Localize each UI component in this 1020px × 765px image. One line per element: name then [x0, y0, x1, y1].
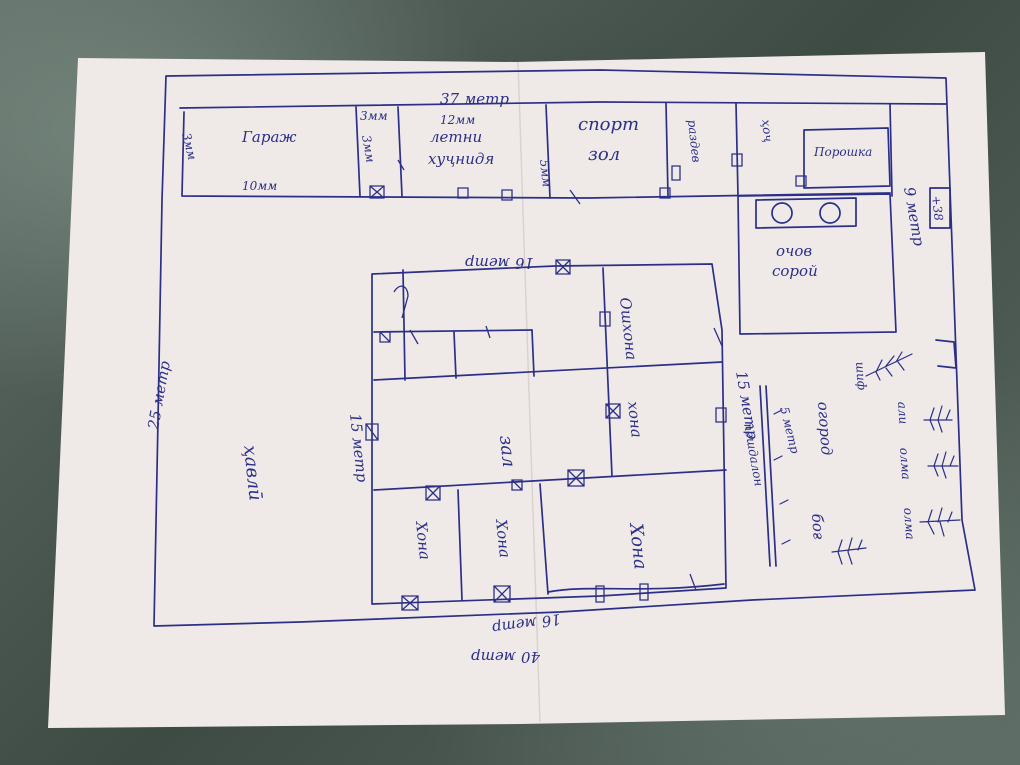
house-row-3	[373, 469, 727, 491]
paper-sheet	[48, 52, 1005, 728]
dim-bottom-width: 40 метр	[471, 648, 541, 666]
label-sport-1: спорт	[578, 114, 639, 135]
label-hall: зал	[495, 434, 519, 468]
dim-top-width: 37 метр	[440, 90, 509, 108]
label-sport-2: зол	[588, 144, 620, 165]
laundry-box	[803, 127, 891, 189]
label-summer-kitchen-1: 12мм	[440, 113, 475, 127]
label-wall-3mm-b: 3мм	[359, 134, 378, 164]
house-row-1	[373, 329, 533, 333]
label-toilet: ҳоҷ	[759, 119, 775, 143]
label-garage-size: 10мм	[242, 179, 277, 193]
tree-icon	[919, 507, 961, 537]
house-col-3	[531, 329, 535, 377]
label-wall-3mm-a: 3мм	[360, 109, 388, 123]
bath-basin	[755, 197, 857, 229]
label-tree-4: олма	[901, 507, 917, 540]
tree-icon	[865, 351, 913, 381]
label-tree-3: олма	[897, 447, 913, 480]
stairs-line-2	[765, 385, 777, 567]
label-tree-1: шиф	[853, 361, 869, 390]
stairs-marks	[773, 409, 791, 545]
door-markers	[365, 153, 807, 611]
label-bedroom: хона	[624, 401, 646, 439]
label-garden-1: огород	[814, 401, 836, 456]
basin-left	[771, 202, 793, 224]
gate-marker	[929, 187, 957, 369]
dim-inner-top: 16 метр	[465, 254, 534, 272]
house-wave-bottom	[547, 583, 725, 593]
label-laundry: Порошка	[813, 145, 872, 159]
lot-boundary	[153, 69, 976, 627]
label-tree-2: али	[895, 401, 911, 424]
house-col-6	[539, 483, 549, 595]
tree-icons	[831, 351, 961, 565]
label-garden-2: боғ	[808, 513, 828, 540]
wall-3mm	[397, 106, 403, 197]
label-garage-width: 3мм	[179, 131, 199, 161]
stairs-line-1	[759, 385, 771, 567]
label-room-c: Хона	[625, 520, 651, 570]
label-dressing: раздев	[685, 119, 703, 163]
garage-wall	[355, 106, 361, 197]
label-wall-5mm: 5мм	[537, 159, 554, 188]
label-room-b: Хона	[492, 518, 514, 559]
label-bath-2: сорой	[772, 262, 818, 280]
label-room-a: Хона	[412, 520, 434, 561]
sport-wall	[665, 102, 669, 197]
label-summer-kitchen-3: хуҷнидя	[428, 150, 494, 168]
house-col-5	[457, 489, 463, 601]
house-row-2	[373, 361, 723, 381]
house-col-2	[453, 331, 457, 379]
tree-icon	[927, 451, 959, 479]
house-col-4	[602, 267, 613, 477]
label-summer-kitchen-2: летни	[430, 128, 482, 146]
house-col-1	[402, 269, 406, 381]
label-garage: Гараж	[241, 128, 296, 146]
paper-fold	[517, 61, 541, 723]
bath-block	[737, 193, 897, 335]
label-gate: +38	[929, 195, 946, 222]
tree-icon	[831, 537, 867, 565]
kitchen-wall	[545, 104, 551, 199]
dressing-wall	[735, 102, 739, 197]
basin-right	[819, 202, 841, 224]
toilet-wall	[889, 103, 893, 197]
label-bath-1: очов	[776, 242, 812, 260]
tree-icon	[923, 405, 953, 433]
